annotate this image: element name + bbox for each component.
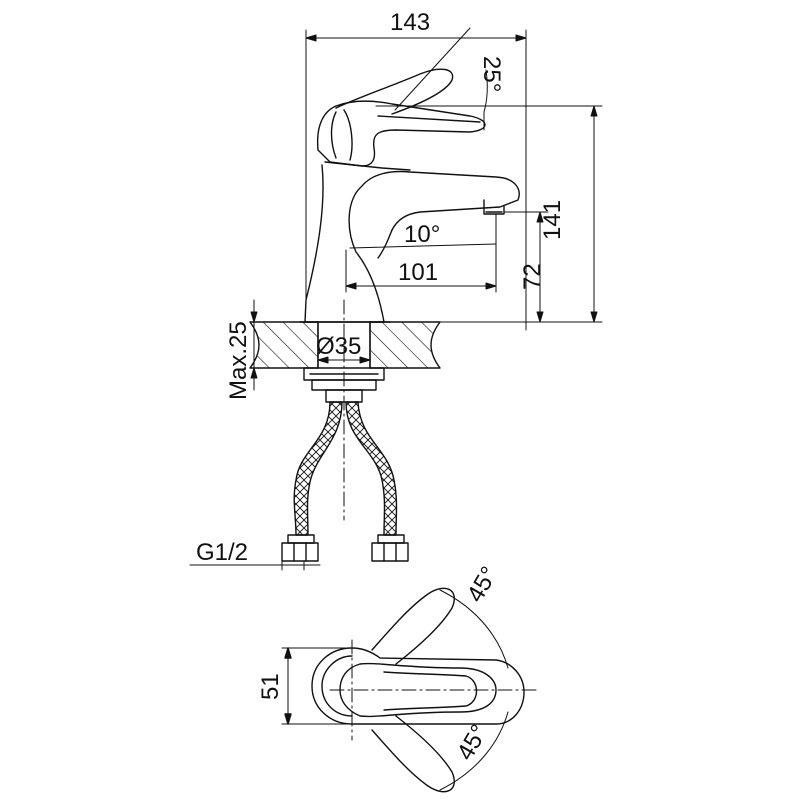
right-hose-fitting <box>377 534 405 544</box>
left-hose <box>293 401 343 536</box>
spout-underside <box>377 229 393 259</box>
right-hose <box>345 401 398 536</box>
label-spout-angle: 10° <box>404 221 440 248</box>
label-overall-width: 143 <box>390 9 430 36</box>
label-spout-height: 72 <box>519 263 546 290</box>
side-dimension-lines <box>189 27 603 571</box>
label-base-diameter: Ø35 <box>316 333 361 360</box>
countertop-right-hatch <box>369 321 441 369</box>
aerator <box>483 199 505 215</box>
top-lever-rotated-up <box>371 587 455 665</box>
mounting-hardware <box>303 299 385 521</box>
dim-arc-rotation-top <box>439 589 509 669</box>
lever-raised-outline <box>335 68 454 115</box>
dim-arc-handle-angle <box>483 69 488 113</box>
label-rotation-angle-top: 45° <box>462 562 504 607</box>
label-spout-reach: 101 <box>398 259 438 286</box>
label-overall-height: 141 <box>539 200 566 240</box>
label-handle-angle: 25° <box>478 56 505 92</box>
faucet-top-view <box>281 587 541 793</box>
faucet-body-outline <box>304 164 520 323</box>
label-connection-thread: G1/2 <box>196 539 248 566</box>
top-base-outline <box>311 647 525 725</box>
label-max-deck-thickness: Max.25 <box>225 321 252 400</box>
top-lever-rotated-down <box>371 715 455 793</box>
dim-arc-rotation-bottom <box>439 711 509 791</box>
label-base-width: 51 <box>257 673 284 700</box>
flexible-hoses <box>281 401 409 562</box>
left-hose-fitting <box>287 534 315 544</box>
countertop-left-hatch <box>249 321 319 369</box>
label-rotation-angle-bottom: 45° <box>452 720 494 765</box>
